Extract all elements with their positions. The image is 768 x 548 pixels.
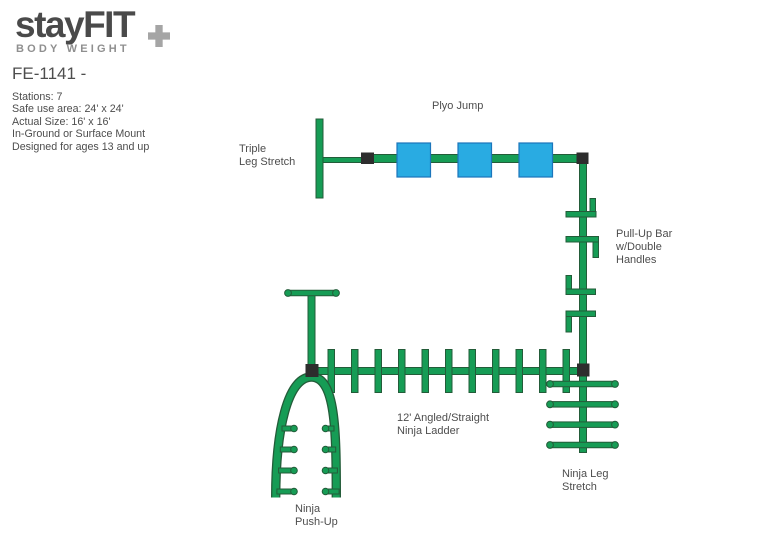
ladder-t-bar xyxy=(284,289,340,297)
ninja-push-up-station xyxy=(271,372,341,498)
ladder-rung xyxy=(445,349,453,393)
brand-stay: stay xyxy=(15,4,85,45)
label-line: Ninja xyxy=(295,503,321,515)
label-line: Triple xyxy=(239,143,267,155)
ladder-rung xyxy=(468,349,476,393)
ladder-rung xyxy=(539,349,547,393)
ladder-rung xyxy=(492,349,500,393)
brand-subtitle: BODY WEIGHT xyxy=(16,43,130,55)
ladder-rungs xyxy=(327,349,570,393)
pull-up-bar-label: Pull-Up Bar w/Double Handles xyxy=(616,228,672,267)
ladder-rung xyxy=(398,349,406,393)
triple-leg-stretch-station xyxy=(315,118,363,199)
brand-wordmark: stayFIT xyxy=(15,6,185,44)
plyo-jump-pads xyxy=(396,142,554,178)
pull-up-handle xyxy=(565,236,599,258)
label-line: Ninja Ladder xyxy=(397,425,460,437)
label-line: Pull-Up Bar xyxy=(616,228,673,240)
ladder-rung xyxy=(374,349,382,393)
pull-up-handle xyxy=(565,275,596,295)
label-line: Ninja Leg xyxy=(562,468,609,480)
brand-fit: FIT xyxy=(83,4,135,45)
ladder-rung xyxy=(351,349,359,393)
label-line: w/Double xyxy=(616,241,662,253)
plyo-pad xyxy=(457,142,493,178)
label-line: Leg Stretch xyxy=(239,156,296,168)
label-line: Plyo Jump xyxy=(432,100,484,112)
brand-logo: stayFIT BODY WEIGHT xyxy=(15,6,185,61)
pull-up-handle xyxy=(565,198,597,218)
plyo-pad xyxy=(396,142,432,178)
label-line: Handles xyxy=(616,254,657,266)
ninja-push-up-label: Ninja Push-Up xyxy=(295,503,338,529)
pull-up-bar-station xyxy=(565,162,599,453)
spec-actual-size: Actual Size: 16' x 16' xyxy=(12,115,111,128)
ladder-rung xyxy=(515,349,523,393)
model-number: FE-1141 - xyxy=(12,64,87,83)
spec-mount: In-Ground or Surface Mount xyxy=(12,128,146,141)
ladder-rung xyxy=(562,349,570,393)
spec-ages: Designed for ages 13 and up xyxy=(12,140,150,153)
plyo-pad xyxy=(518,142,554,178)
triple-leg-stretch-label: Triple Leg Stretch xyxy=(239,143,295,169)
ninja-leg-stretch-station xyxy=(546,380,619,449)
label-line: 12' Angled/Straight xyxy=(397,412,490,424)
plyo-jump-label: Plyo Jump xyxy=(432,100,483,113)
label-line: Stretch xyxy=(562,481,597,493)
product-info: FE-1141 - Stations: 7 Safe use area: 24'… xyxy=(12,64,149,153)
ninja-ladder-label: 12' Angled/Straight Ninja Ladder xyxy=(397,412,489,438)
push-up-pegs xyxy=(276,424,340,496)
post-connectors xyxy=(305,152,590,377)
label-line: Push-Up xyxy=(295,516,338,528)
ninja-ladder-station xyxy=(284,289,579,393)
leg-stretch-bars xyxy=(546,380,619,449)
pull-up-handle xyxy=(565,310,596,333)
ladder-rung xyxy=(421,349,429,393)
plus-icon xyxy=(148,25,170,47)
plyo-jump-station xyxy=(371,142,579,178)
spec-safe-use-area: Safe use area: 24' x 24' xyxy=(12,103,124,116)
ninja-leg-stretch-label: Ninja Leg Stretch xyxy=(562,468,608,494)
spec-stations: Stations: 7 xyxy=(12,91,63,103)
